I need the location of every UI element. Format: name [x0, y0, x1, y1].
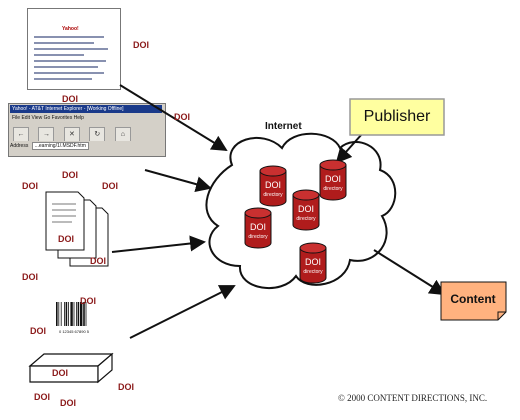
barcode-bar	[65, 302, 68, 326]
barcode-bar	[60, 302, 62, 326]
cylinder-directory-label: directory	[303, 269, 323, 275]
arrow-cloud-to-content	[373, 249, 446, 296]
cylinder-doi-label: DOI	[305, 257, 321, 267]
doi-label: DOI	[118, 382, 135, 392]
doi-directory-cylinder: DOI directory	[299, 242, 327, 284]
cylinder-doi-label: DOI	[265, 180, 281, 190]
browser-address-bar: Address ...earning/1/.MSDF.htm	[10, 141, 160, 151]
webpage-line	[34, 48, 108, 50]
cylinder-doi-label: DOI	[250, 222, 266, 232]
barcode-bar	[58, 302, 60, 326]
webpage-line	[34, 54, 84, 56]
barcode-bar	[85, 302, 87, 326]
arrow-browser-to-cloud	[144, 169, 212, 192]
arrow-documents-to-cloud	[111, 235, 206, 253]
cylinder-directory-label: directory	[248, 234, 268, 240]
browser-menu-bar: File Edit View Go Favorites Help	[10, 114, 162, 122]
barcode-bar	[64, 302, 65, 326]
doi-label: DOI	[80, 296, 97, 306]
doi-label: DOI	[52, 368, 69, 378]
doi-label: DOI	[62, 170, 79, 180]
doi-label: DOI	[102, 181, 119, 191]
document-stack	[45, 191, 109, 267]
back-icon: ←	[13, 127, 29, 143]
webpage-line	[34, 78, 92, 80]
doi-label: DOI	[34, 392, 51, 402]
barcode-bar	[70, 302, 73, 326]
cylinder-doi-label: DOI	[325, 174, 341, 184]
doi-label: DOI	[22, 181, 39, 191]
barcode-digits: 0 12345 67890 5	[59, 329, 90, 334]
package-box	[28, 352, 114, 384]
barcode	[53, 299, 97, 329]
arrow-barcode-to-cloud	[129, 285, 236, 339]
doi-label: DOI	[30, 326, 47, 336]
barcode-bar	[77, 302, 80, 326]
webpage-line	[34, 42, 94, 44]
cylinder-directory-label: directory	[323, 186, 343, 192]
webpage-line	[34, 72, 104, 74]
address-field: ...earning/1/.MSDF.htm	[31, 141, 89, 150]
content-label: Content	[450, 292, 496, 306]
webpage-line	[34, 66, 98, 68]
address-label: Address	[10, 143, 29, 149]
browser-title-bar: Yahoo! - AT&T Internet Explorer - [Worki…	[10, 105, 162, 113]
doi-label: DOI	[174, 112, 191, 122]
cylinder-doi-label: DOI	[298, 204, 314, 214]
barcode-bar	[73, 302, 75, 326]
publisher-box	[349, 98, 445, 136]
doi-directory-cylinder: DOI directory	[259, 165, 287, 207]
arrow-webpage-to-cloud	[119, 84, 228, 152]
content-page-fold	[497, 311, 506, 320]
internet-label: Internet	[265, 121, 302, 132]
webpage-brand: Yahoo!	[62, 26, 79, 32]
copyright-notice: © 2000 CONTENT DIRECTIONS, INC.	[338, 393, 488, 403]
publisher-label: Publisher	[363, 108, 431, 125]
barcode-bar	[80, 302, 83, 326]
cylinder-directory-label: directory	[296, 216, 316, 222]
arrow-publisher-to-cloud	[335, 133, 363, 164]
webpage-line	[34, 60, 106, 62]
doi-directory-cylinder: DOI directory	[292, 189, 320, 231]
doi-label: DOI	[60, 398, 77, 408]
webpage-line	[34, 36, 104, 38]
doi-directory-group: DOIdirectoryDOIdirectoryDOIdirectoryDOId…	[244, 159, 347, 284]
doi-directory-cylinder: DOI directory	[319, 159, 347, 201]
doi-directory-cylinder: DOI directory	[244, 207, 272, 249]
doi-label: DOI	[58, 234, 75, 244]
barcode-bar	[83, 302, 85, 326]
doi-label: DOI	[90, 256, 107, 266]
content-page	[440, 281, 507, 321]
barcode-bar	[76, 302, 77, 326]
doi-label: DOI	[133, 40, 150, 50]
doi-label: DOI	[22, 272, 39, 282]
barcode-bar	[68, 302, 69, 326]
browser-toolbar: ← → ✕ ↻ ⌂	[10, 123, 160, 143]
barcode-bar	[56, 302, 58, 326]
document-page	[45, 191, 85, 251]
doi-label: DOI	[62, 94, 79, 104]
cylinder-directory-label: directory	[263, 192, 283, 198]
